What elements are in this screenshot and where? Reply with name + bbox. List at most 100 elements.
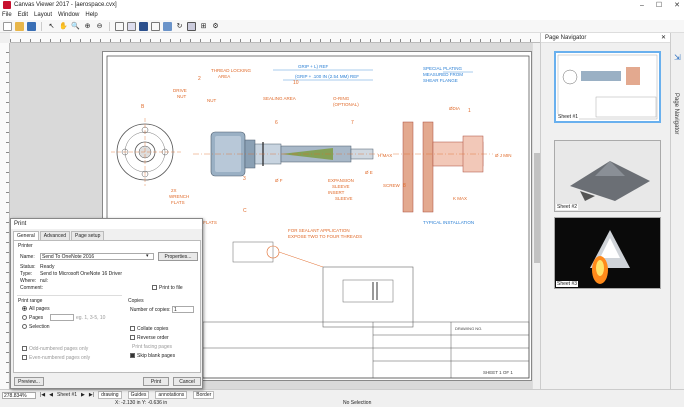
all-pages-option[interactable]: All pages	[22, 306, 50, 312]
print-to-file-option[interactable]: Print to file	[152, 285, 183, 291]
toolbar: ↖ ✋ 🔍 ⊕ ⊖ ↻ ⊞ ⚙	[0, 20, 684, 33]
tab-page-setup[interactable]: Page setup	[71, 231, 105, 240]
svg-text:3: 3	[243, 176, 246, 182]
printer-name-select[interactable]: Send To OneNote 2016	[40, 253, 154, 260]
reverse-option[interactable]: Reverse order	[130, 335, 169, 341]
tab-general[interactable]: General	[13, 231, 39, 240]
rotate-icon[interactable]: ↻	[176, 22, 183, 30]
fit-page-icon[interactable]	[127, 21, 136, 31]
maximize-icon[interactable]: ☐	[655, 2, 663, 9]
odd-pages-label: Odd-numbered pages only	[29, 346, 89, 352]
sheet-2-label: Sheet #2	[556, 204, 579, 210]
print-button[interactable]: Print	[143, 377, 169, 386]
sheet-thumbnail-1[interactable]: Sheet #1	[554, 51, 661, 123]
odd-pages-checkbox[interactable]	[22, 346, 27, 352]
grid-icon[interactable]: ⊞	[200, 22, 207, 30]
reverse-checkbox[interactable]	[130, 335, 135, 341]
pointer-icon[interactable]: ↖	[48, 22, 55, 30]
svg-text:INSERT: INSERT	[328, 190, 345, 195]
minimize-icon[interactable]: –	[639, 1, 644, 9]
pages-option[interactable]: Pages	[22, 315, 43, 321]
new-file-icon[interactable]	[3, 21, 12, 31]
divider	[17, 295, 122, 296]
zoom-out-icon[interactable]: ⊖	[96, 22, 103, 30]
skip-blank-option[interactable]: Skip blank pages	[130, 353, 175, 359]
svg-text:MEASURED FROM: MEASURED FROM	[423, 72, 463, 77]
properties-button[interactable]: Properties...	[158, 252, 198, 261]
cancel-button[interactable]: Cancel	[173, 377, 201, 386]
zoom-in-icon[interactable]: ⊕	[84, 22, 91, 30]
toolbar-separator	[109, 21, 110, 31]
sheet-thumbnail-2[interactable]: Sheet #2	[554, 140, 661, 212]
side-tab-icon: ⇲	[674, 53, 681, 62]
pages-input[interactable]	[50, 314, 74, 321]
copies-stepper[interactable]: 1	[172, 306, 194, 313]
open-folder-icon[interactable]	[15, 21, 24, 31]
navigator-close-icon[interactable]: ✕	[660, 35, 666, 41]
selection-radio[interactable]	[22, 324, 27, 330]
collate-checkbox[interactable]	[130, 326, 135, 332]
page-navigator-side-tab[interactable]: ⇲ Page Navigator	[670, 33, 684, 389]
sheet-3-preview	[555, 218, 660, 288]
sheet-1-label: Sheet #1	[557, 114, 580, 120]
screen-icon[interactable]	[187, 21, 196, 31]
fit-width-icon[interactable]	[139, 21, 148, 31]
drawing-canvas[interactable]: GRIP + L) REF (GRIP + .100 IN (2.54 MM) …	[10, 43, 540, 389]
tab-drawing[interactable]: drawing	[98, 391, 122, 399]
svg-text:WRENCH: WRENCH	[169, 194, 189, 199]
zoom-field[interactable]: 278.834%	[2, 391, 36, 399]
svg-text:EXPANSION: EXPANSION	[328, 178, 354, 183]
next-page-icon[interactable]: ▶	[81, 392, 85, 398]
all-pages-label: All pages	[29, 306, 50, 312]
last-page-icon[interactable]: ▶|	[88, 392, 95, 398]
first-page-icon[interactable]: |◀	[40, 392, 46, 398]
svg-text:DRIVE: DRIVE	[173, 88, 187, 93]
prev-page-icon[interactable]: ◀	[49, 392, 54, 398]
pages-label: Pages	[29, 315, 44, 321]
comment-label: Comment:	[20, 285, 44, 291]
collate-option[interactable]: Collate copies	[130, 326, 168, 332]
svg-text:NUT: NUT	[177, 94, 186, 99]
skip-blank-checkbox[interactable]	[130, 353, 135, 359]
selection-label: Selection	[29, 324, 50, 330]
page-navigator-panel: Page Navigator ✕ Sheet #1 Sheet #2	[540, 33, 670, 389]
technical-drawing: GRIP + L) REF (GRIP + .100 IN (2.54 MM) …	[106, 55, 530, 379]
even-pages-option[interactable]: Even-numbered pages only	[22, 355, 90, 361]
status-row-top: 278.834% |◀ ◀ Sheet #1 ▶ ▶| drawing Guid…	[0, 391, 215, 399]
svg-text:B: B	[141, 104, 145, 110]
tab-border[interactable]: Border	[193, 391, 215, 399]
menu-help[interactable]: Help	[85, 12, 98, 18]
layers-icon[interactable]	[163, 21, 172, 31]
menu-file[interactable]: File	[2, 12, 12, 18]
tab-annotations[interactable]: annotations	[155, 391, 188, 399]
settings-icon[interactable]: ⚙	[212, 22, 219, 30]
menu-edit[interactable]: Edit	[17, 12, 29, 18]
page-icon[interactable]	[115, 21, 124, 31]
actual-size-icon[interactable]	[151, 21, 160, 31]
print-to-file-checkbox[interactable]	[152, 285, 157, 291]
hand-icon[interactable]: ✋	[59, 22, 68, 30]
tab-advanced[interactable]: Advanced	[39, 231, 71, 240]
all-pages-radio[interactable]	[22, 306, 27, 312]
menu-window[interactable]: Window	[58, 12, 80, 18]
selection-option[interactable]: Selection	[22, 324, 50, 330]
scrollbar-thumb[interactable]	[534, 153, 540, 263]
sheet-selector[interactable]: Sheet #1	[57, 392, 78, 398]
pages-radio[interactable]	[22, 315, 27, 321]
save-icon[interactable]	[27, 21, 36, 31]
print-to-file-label: Print to file	[159, 285, 183, 291]
close-icon[interactable]: ✕	[674, 2, 680, 9]
where-value: nul:	[40, 278, 49, 284]
type-label: Type:	[20, 271, 33, 277]
tab-guides[interactable]: Guides	[127, 391, 150, 399]
chevron-down-icon[interactable]: ▾	[146, 253, 149, 259]
menu-layout[interactable]: Layout	[34, 12, 53, 18]
printer-group-label: Printer	[18, 243, 33, 249]
zoom-icon[interactable]: 🔍	[71, 22, 80, 30]
canvas-vertical-scrollbar[interactable]	[532, 43, 540, 389]
svg-text:AREA: AREA	[218, 74, 230, 79]
preview-button[interactable]: Preview...	[14, 377, 44, 386]
sheet-thumbnail-3[interactable]: Sheet #3	[554, 217, 661, 289]
even-pages-checkbox[interactable]	[22, 355, 27, 361]
odd-pages-option[interactable]: Odd-numbered pages only	[22, 346, 88, 352]
